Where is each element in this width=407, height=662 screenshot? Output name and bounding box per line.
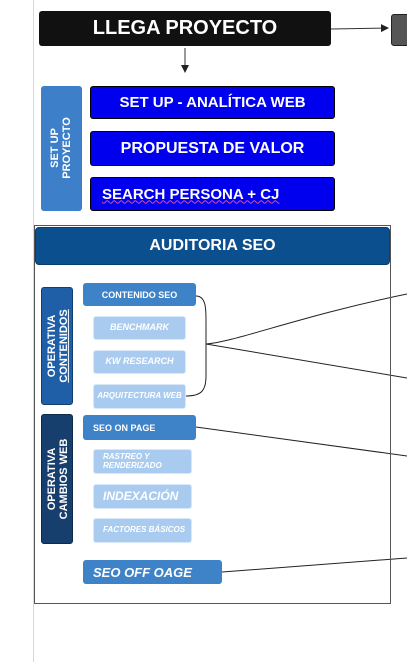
connector-onpage-out [195, 426, 407, 457]
rastreo-renderizado-box[interactable]: RASTREO Y RENDERIZADO [93, 449, 192, 474]
next-node[interactable] [391, 14, 407, 46]
seo-on-page-box[interactable]: SEO ON PAGE [83, 415, 196, 440]
setup-side-tab[interactable]: SET UP PROYECTO [41, 86, 82, 211]
factores-basicos-box[interactable]: FACTORES BÁSICOS [93, 518, 192, 543]
search-persona-box[interactable]: SEARCH PERSONA + CJ [90, 177, 335, 211]
bracket-contenidos [185, 295, 207, 397]
seo-off-page-box[interactable]: SEO OFF OAGE [83, 560, 222, 584]
connector-contenido-out [205, 293, 407, 345]
arrow-title-to-next [330, 24, 389, 33]
connector-contenido-cross [205, 343, 407, 379]
title-llega-proyecto[interactable]: LLEGA PROYECTO [39, 11, 331, 46]
operativa-contenidos-label: OPERATIVA CONTENIDOS [45, 309, 70, 383]
contenido-seo-box[interactable]: CONTENIDO SEO [83, 283, 196, 306]
setup-analitica-box[interactable]: SET UP - ANALÍTICA WEB [90, 86, 335, 119]
search-persona-label: SEARCH PERSONA + CJ [102, 185, 280, 203]
benchmark-box[interactable]: BENCHMARK [93, 316, 186, 340]
arquitectura-web-box[interactable]: ARQUITECTURA WEB [93, 384, 186, 409]
indexacion-box[interactable]: INDEXACIÓN [93, 484, 192, 509]
operativa-cambios-web-tab[interactable]: OPERATIVA CAMBIOS WEB [41, 414, 73, 544]
operativa-contenidos-tab[interactable]: OPERATIVA CONTENIDOS [41, 287, 73, 405]
propuesta-valor-box[interactable]: PROPUESTA DE VALOR [90, 131, 335, 166]
operativa-cambios-web-label: OPERATIVA CAMBIOS WEB [45, 438, 70, 520]
audit-frame [34, 225, 391, 604]
kw-research-box[interactable]: KW RESEARCH [93, 350, 186, 374]
connector-seooff-out [221, 557, 407, 573]
setup-side-label: SET UP PROYECTO [48, 117, 73, 179]
audit-header[interactable]: AUDITORIA SEO [35, 227, 390, 265]
canvas-edge [33, 0, 34, 662]
